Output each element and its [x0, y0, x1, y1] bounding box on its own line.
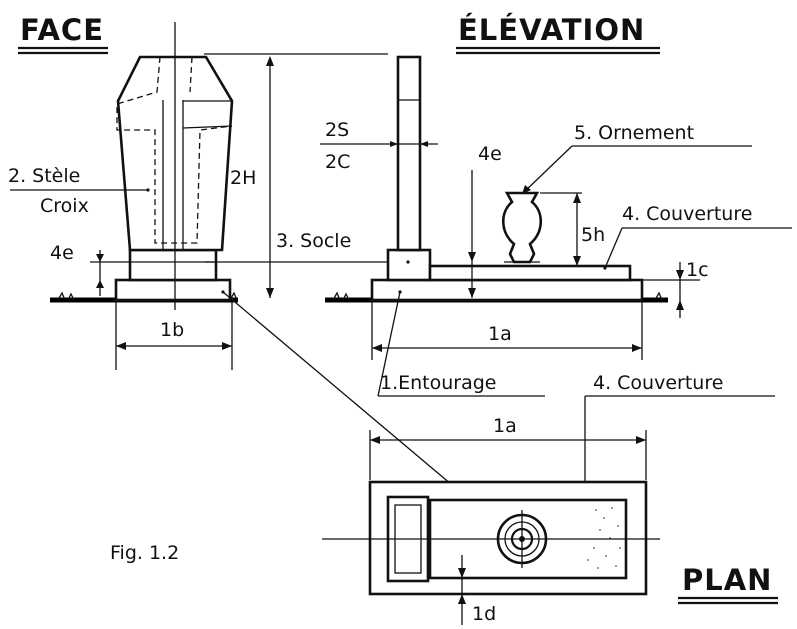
title-plan: PLAN [682, 563, 772, 597]
title-face: FACE [20, 13, 104, 47]
label-croix: Croix [40, 195, 89, 217]
dim-2h: 2H [230, 167, 256, 189]
dim-4e-elev: 4e [478, 143, 502, 165]
entourage-leader-plan [222, 291, 459, 491]
dim-1d: 1d [472, 603, 496, 625]
face-entourage-block [114, 278, 232, 302]
plan-couverture-stipple [587, 507, 621, 569]
elev-ornement-vase [501, 191, 543, 264]
dim-2c: 2C [325, 151, 350, 173]
label-couverture-plan: 4. Couverture [593, 372, 723, 394]
dim-1b: 1b [160, 319, 184, 341]
elev-2s-arrows [390, 141, 428, 147]
elev-grass [332, 291, 663, 301]
label-couverture-elev: 4. Couverture [622, 203, 752, 225]
stele-leader-dot [146, 188, 150, 192]
socle-leader-dot [406, 260, 410, 264]
entourage-face-dot [221, 290, 225, 294]
plan-1d-arrows [458, 568, 466, 604]
plan-view: 4. Couverture 1a [322, 372, 775, 625]
ornement-leader-arrow [522, 185, 531, 194]
elevation-view: 2S 2C 3. Socle 4e 5. Ornement 5h 4. Couv… [276, 55, 792, 360]
elev-socle-block [386, 248, 432, 282]
entourage-elev-dot [398, 290, 402, 294]
elev-couverture-slab [428, 264, 632, 282]
dim-5h: 5h [581, 224, 605, 246]
dim-2s: 2S [325, 119, 349, 141]
ornement-leader [521, 145, 573, 195]
face-cross-arm [182, 100, 233, 129]
title-elevation: ÉLÉVATION [458, 13, 645, 47]
elev-4e-arrows [468, 252, 476, 298]
dim-1a-elev: 1a [488, 323, 512, 345]
elev-entourage-block [370, 278, 644, 302]
dim-1c: 1c [686, 259, 709, 281]
figure-caption: Fig. 1.2 [110, 542, 179, 564]
face-socle-block [128, 248, 218, 282]
elev-stele-block [396, 55, 422, 252]
dim-1a-plan: 1a [493, 415, 517, 437]
label-stele: 2. Stèle [8, 165, 80, 187]
elev-1c-arrows [676, 270, 684, 310]
face-grass [57, 291, 238, 301]
couverture-elev-dot [603, 266, 607, 270]
label-socle: 3. Socle [276, 230, 351, 252]
label-ornement: 5. Ornement [574, 122, 694, 144]
couverture-elev-leader [604, 227, 623, 269]
face-cross-stem [162, 100, 184, 250]
label-entourage: 1.Entourage [380, 372, 497, 394]
face-cross-dashed [116, 56, 233, 244]
face-view: 2H 4e 1b 2. Stèle Croix [8, 22, 388, 370]
face-4e-arrows [96, 254, 104, 288]
entourage-leader-elev [377, 291, 401, 397]
entourage-leaders: 1.Entourage [221, 290, 545, 492]
dim-4e-face: 4e [50, 242, 74, 264]
